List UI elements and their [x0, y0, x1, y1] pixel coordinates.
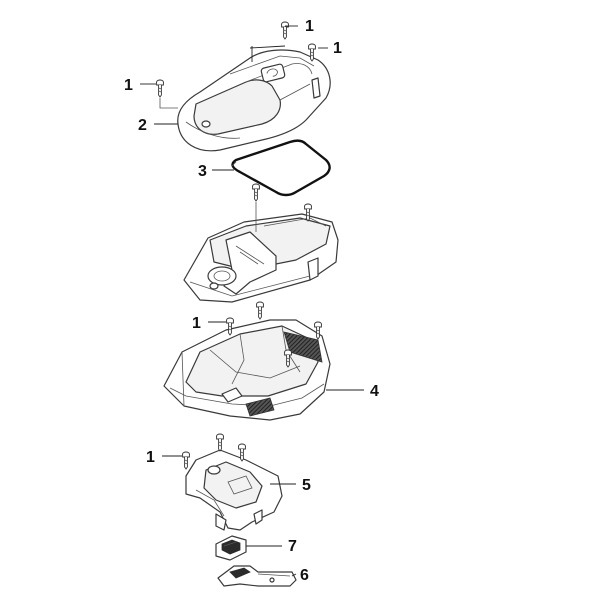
- housing-clip: [221, 387, 243, 403]
- top-cover: [177, 49, 331, 152]
- screw-icon: [182, 451, 190, 470]
- heat-shield-top: [283, 331, 323, 363]
- callout-1: 1: [124, 77, 133, 94]
- callout-1: 1: [333, 40, 342, 57]
- callout-1: 1: [146, 449, 155, 466]
- leader-line: [249, 45, 286, 49]
- tray-latch: [209, 282, 219, 290]
- screw-icon: [216, 433, 224, 452]
- gasket: [231, 139, 331, 197]
- screw-icon: [252, 183, 260, 202]
- callout-1: 1: [192, 315, 201, 332]
- cover-clip: [311, 77, 321, 99]
- callout-6: 6: [300, 567, 309, 584]
- screw-icon: [256, 301, 264, 320]
- screw-icon: [156, 79, 164, 98]
- lower-bracket: [185, 449, 283, 531]
- callout-2: 2: [138, 117, 147, 134]
- callout-1: 1: [305, 18, 314, 35]
- leader-line: [291, 573, 297, 577]
- callout-3: 3: [198, 163, 207, 180]
- heat-shield-bottom: [245, 397, 275, 417]
- air-filter-tray: [183, 213, 339, 303]
- callout-5: 5: [302, 477, 311, 494]
- callout-4: 4: [370, 383, 379, 400]
- screw-icon: [281, 21, 289, 40]
- base-plate: [217, 565, 297, 587]
- damper-block: [215, 535, 247, 561]
- logo-icon: [260, 63, 286, 83]
- cover-knob: [201, 120, 211, 128]
- housing: [163, 319, 331, 421]
- callout-7: 7: [288, 538, 297, 555]
